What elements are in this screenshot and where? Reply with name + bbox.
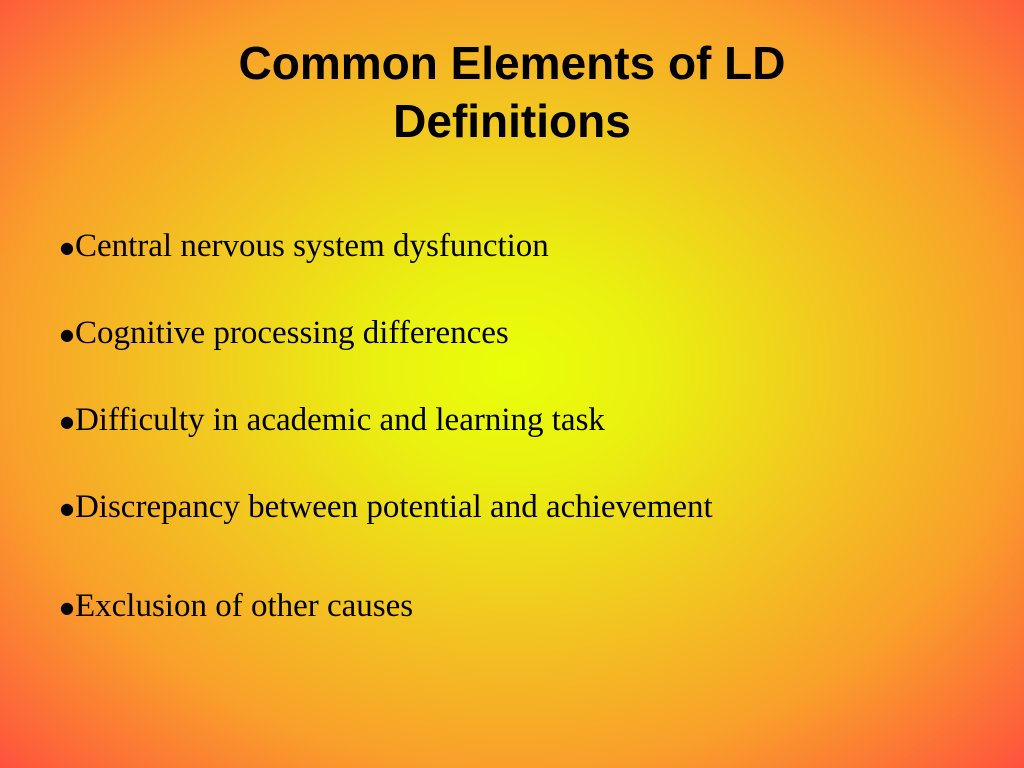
bullet-text: Exclusion of other causes — [74, 588, 414, 624]
slide-title: Common Elements of LD Definitions — [100, 34, 924, 150]
bullet-item: ●Difficulty in academic and learning tas… — [60, 396, 605, 446]
bullet-dot-icon: ● — [60, 238, 74, 257]
bullet-dot-icon: ● — [60, 499, 74, 518]
bullet-item: ●Exclusion of other causes — [60, 582, 413, 632]
bullet-text: Discrepancy between potential and achiev… — [74, 489, 713, 525]
title-line-2: Definitions — [393, 95, 631, 147]
title-line-1: Common Elements of LD — [238, 37, 786, 89]
bullet-dot-icon: ● — [60, 412, 74, 431]
bullet-dot-icon: ● — [60, 598, 74, 617]
bullet-text: Difficulty in academic and learning task — [74, 402, 605, 438]
bullet-item: ●Central nervous system dysfunction — [60, 222, 549, 272]
bullet-dot-icon: ● — [60, 325, 74, 344]
bullet-text: Central nervous system dysfunction — [74, 228, 549, 264]
bullet-text: Cognitive processing differences — [74, 315, 509, 351]
bullet-item: ●Cognitive processing differences — [60, 309, 509, 359]
bullet-item: ●Discrepancy between potential and achie… — [60, 483, 713, 533]
